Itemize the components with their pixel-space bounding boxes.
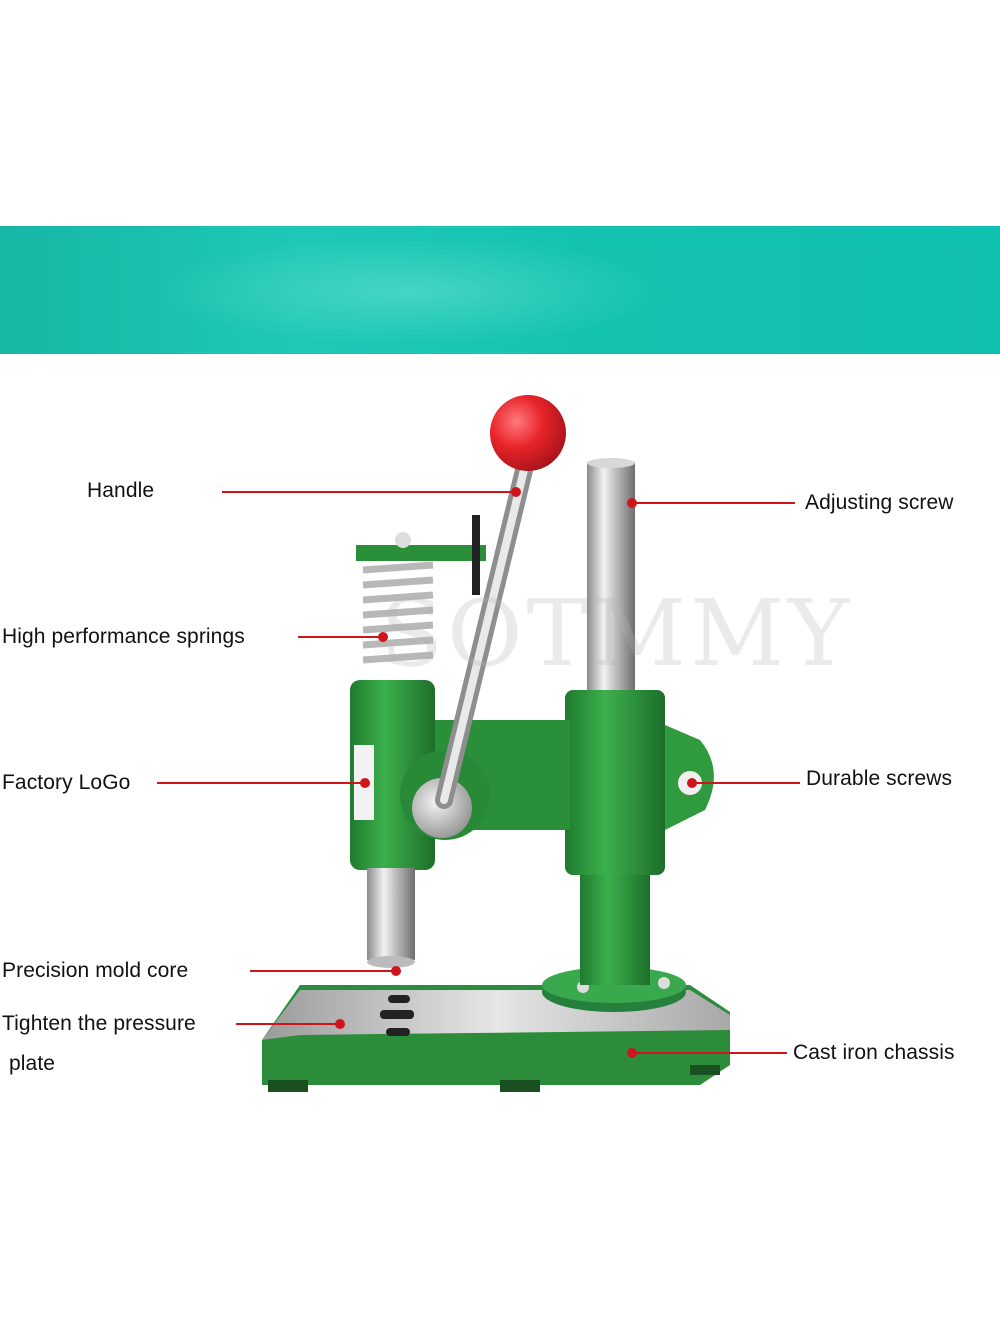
pressure-plate-slots [380, 995, 414, 1036]
callout-leaders [157, 491, 800, 1054]
precision-mold-core [367, 868, 415, 968]
label-durable-screws: Durable screws [806, 767, 953, 790]
adjusting-screw-column [587, 462, 635, 712]
teal-banner [0, 226, 1000, 354]
label-mold-core: Precision mold core [2, 959, 189, 982]
label-chassis: Cast iron chassis [793, 1041, 955, 1064]
watermark: SOTMMY [380, 580, 853, 687]
label-pressure-plate-line2: plate [9, 1052, 56, 1075]
label-springs: High performance springs [2, 625, 245, 648]
press-frame [350, 680, 714, 875]
red-knob [490, 395, 566, 471]
column-base-flange [542, 870, 686, 1012]
callout-dots [335, 487, 697, 1058]
spring-assembly [356, 515, 486, 664]
label-handle: Handle [87, 479, 155, 502]
label-factory-logo: Factory LoGo [2, 771, 131, 794]
handle-lever [435, 395, 566, 809]
label-pressure-plate-line1: Tighten the pressure [2, 1012, 196, 1035]
label-adjusting-screw: Adjusting screw [805, 491, 954, 514]
